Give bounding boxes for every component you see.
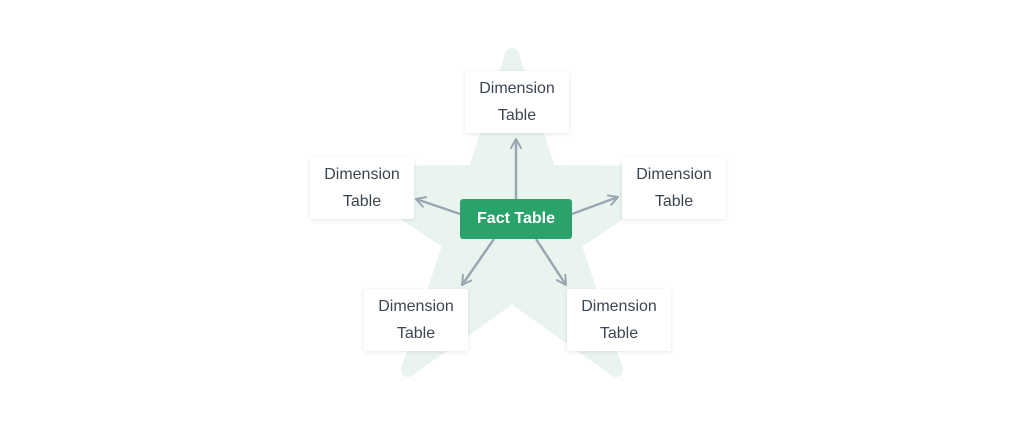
fact-table-node: Fact Table [460, 199, 572, 239]
dimension-label-line2: Table [599, 325, 639, 342]
dimension-label-line1: Dimension [479, 80, 555, 97]
dimension-label-line2: Table [342, 193, 382, 210]
arrow-to-left-dimension [415, 196, 461, 216]
dimension-label-line1: Dimension [636, 166, 712, 183]
dimension-table-node-right: Dimension Table [622, 157, 726, 219]
dimension-label-line1: Dimension [324, 166, 400, 183]
dimension-table-node-top: Dimension Table [465, 71, 569, 133]
dimension-label-line2: Table [396, 325, 436, 342]
fact-table-label: Fact Table [477, 210, 555, 227]
dimension-label-line1: Dimension [378, 298, 454, 315]
dimension-table-node-bottom-left: Dimension Table [364, 289, 468, 351]
dimension-table-node-left: Dimension Table [310, 157, 414, 219]
dimension-label-line2: Table [497, 107, 537, 124]
dimension-label-line1: Dimension [581, 298, 657, 315]
arrow-to-bottom-right-dimension [534, 238, 568, 286]
dimension-table-node-bottom-right: Dimension Table [567, 289, 671, 351]
arrow-to-right-dimension [571, 194, 619, 216]
arrow-to-bottom-left-dimension [460, 238, 496, 286]
dimension-label-line2: Table [654, 193, 694, 210]
